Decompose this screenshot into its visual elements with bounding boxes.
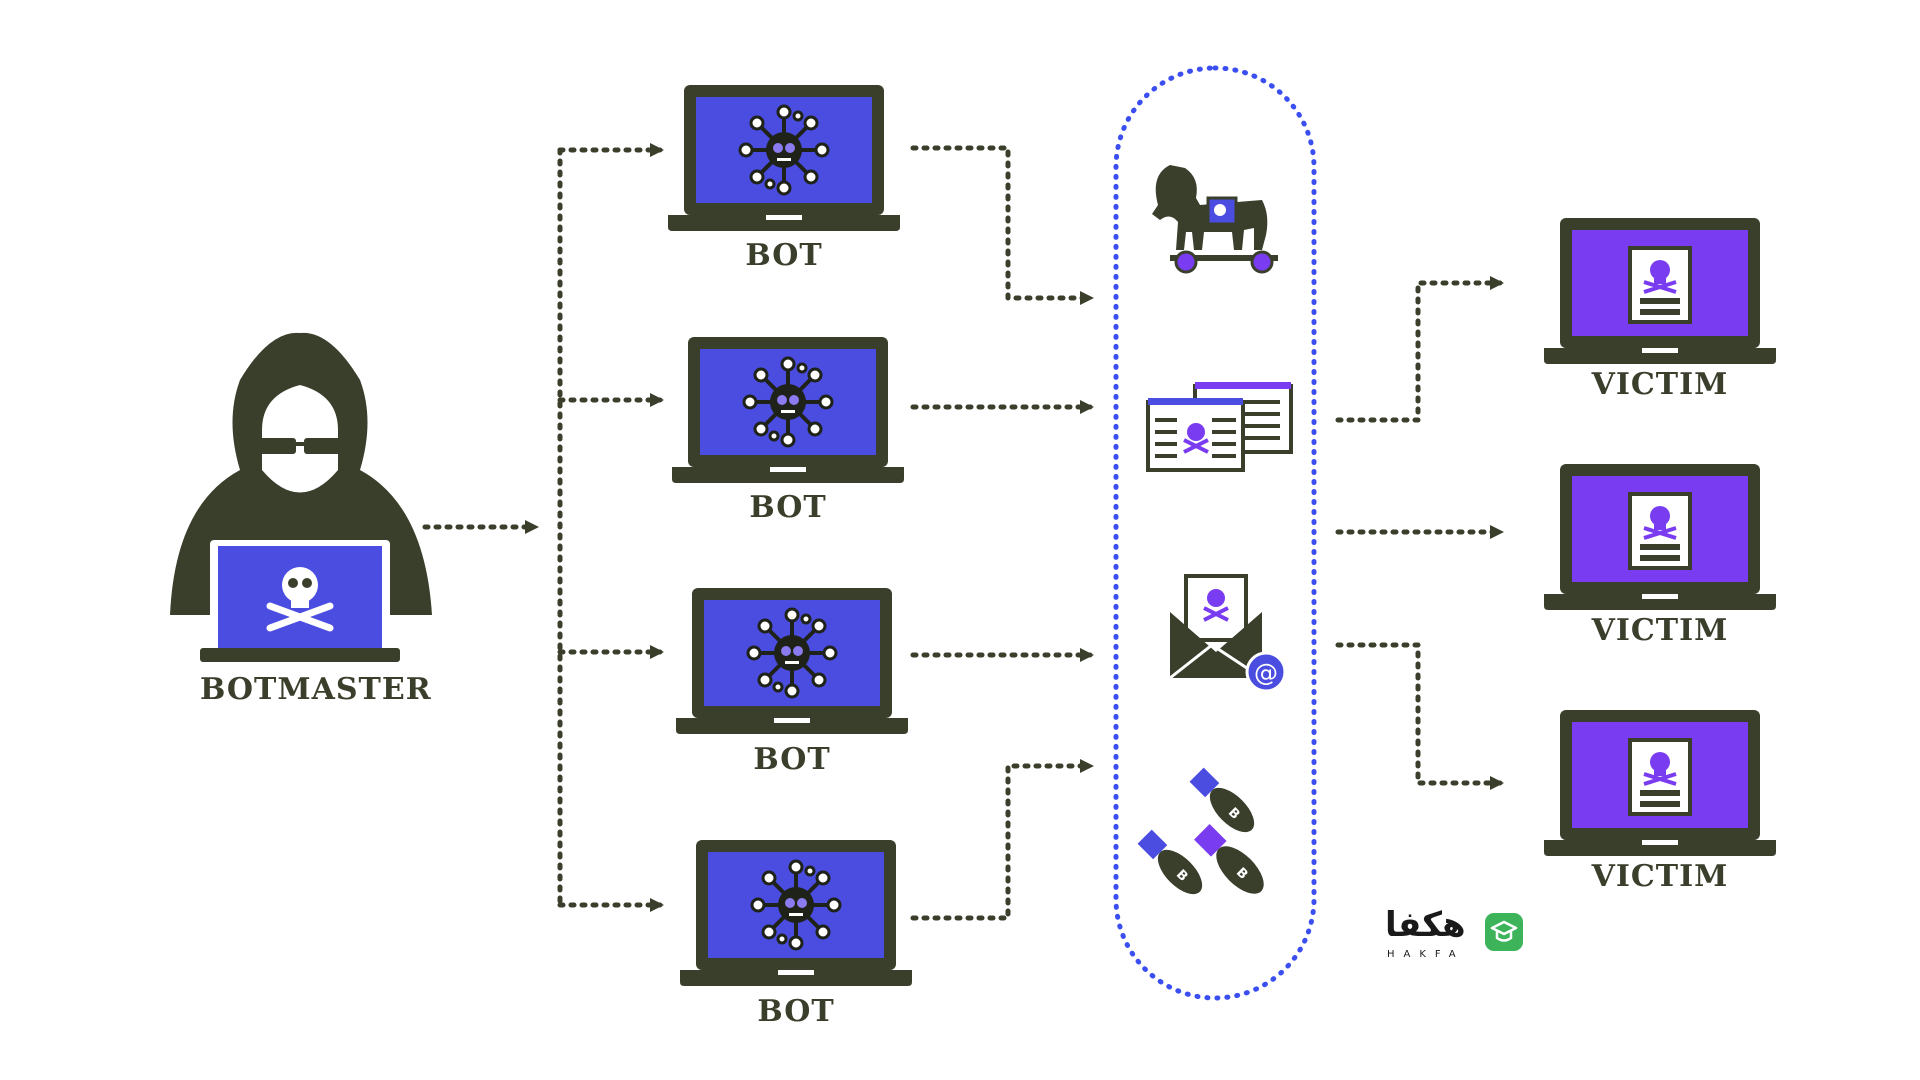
logo-latin-text: HAKFA: [1387, 949, 1465, 960]
victim-3: [1542, 708, 1778, 858]
bot-1: [668, 85, 900, 231]
bot-label-1: BOT: [745, 238, 823, 273]
skull-icon: [266, 567, 334, 632]
graduation-cap-icon: [1485, 913, 1523, 951]
bot-3: [676, 588, 908, 734]
malicious-documents-icon: [1146, 382, 1293, 472]
bot-4: [680, 840, 912, 986]
bot-label-4: BOT: [757, 994, 835, 1029]
bot-label-2: BOT: [749, 490, 827, 525]
hakfa-logo: هکفا HAKFA: [1385, 905, 1525, 965]
connectors-bots-to-methods: [910, 145, 1094, 921]
connectors-methods-to-victims: [1335, 276, 1504, 790]
connectors-botmaster-to-bots: [422, 143, 664, 912]
botmaster-label: BOTMASTER: [200, 672, 432, 707]
attack-methods-group: [1113, 65, 1317, 1001]
botmaster-figure: [170, 332, 432, 662]
bot-2: [672, 337, 904, 483]
phishing-email-icon: @: [1169, 574, 1287, 693]
logo-persian-text: هکفا: [1385, 905, 1466, 945]
victim-1: [1542, 216, 1778, 366]
trojan-horse-icon: [1152, 165, 1278, 274]
victim-label-2: VICTIM: [1591, 613, 1729, 648]
svg-text:@: @: [1254, 659, 1278, 687]
victim-label-1: VICTIM: [1591, 367, 1729, 402]
victim-2: [1542, 462, 1778, 612]
bot-label-3: BOT: [753, 742, 831, 777]
victim-label-3: VICTIM: [1591, 859, 1729, 894]
bombs-icon: B B B: [1137, 767, 1264, 895]
